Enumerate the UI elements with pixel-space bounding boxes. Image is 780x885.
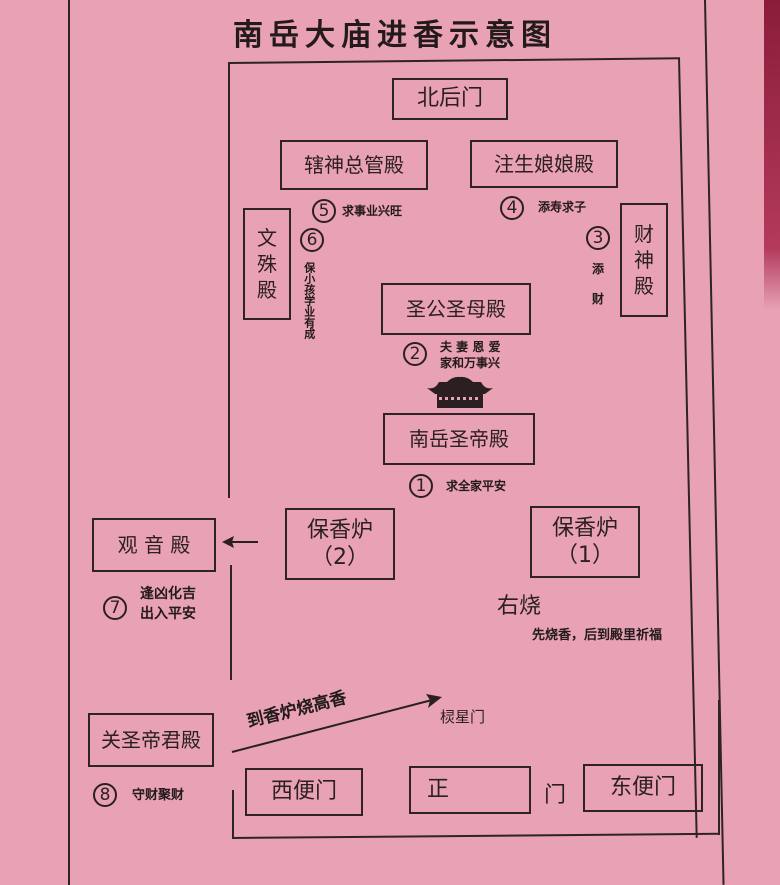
inner-frame-left-lower bbox=[230, 565, 232, 680]
hall-nanyue: 南岳圣帝殿 bbox=[383, 413, 535, 465]
hall-caishen-char: 殿 bbox=[634, 274, 654, 298]
hall-caishen-char: 神 bbox=[634, 248, 654, 272]
outer-frame-left bbox=[68, 0, 70, 885]
censer-2-label: 保香炉 bbox=[306, 517, 373, 543]
hall-wenshu-char: 文 bbox=[257, 226, 277, 250]
circled-number-2: 2 bbox=[403, 342, 427, 366]
east-gate: 东便门 bbox=[583, 764, 703, 812]
bottom-frame-right bbox=[718, 700, 720, 835]
north-gate-box: 北后门 bbox=[392, 78, 508, 120]
inner-frame-bottom bbox=[231, 832, 720, 839]
hall-wenshu-char: 殿 bbox=[257, 278, 277, 302]
hall-guansheng: 关圣帝君殿 bbox=[88, 713, 214, 767]
page-title: 南岳大庙进香示意图 bbox=[233, 18, 557, 53]
hall-shenggong-note-1: 夫 妻 恩 爱 bbox=[440, 340, 501, 354]
arrow-left-icon bbox=[222, 536, 258, 548]
hall-shenggong: 圣公圣母殿 bbox=[381, 283, 531, 335]
inner-frame-right bbox=[678, 57, 698, 838]
bottom-frame-left bbox=[232, 790, 234, 838]
circled-number-6: 6 bbox=[300, 228, 324, 252]
hall-zhusheng-note: 添寿求子 bbox=[538, 200, 587, 214]
hall-guansheng-note: 守财聚财 bbox=[132, 788, 185, 803]
hall-caishen-note-1: 添 bbox=[592, 262, 605, 276]
circled-number-8: 8 bbox=[93, 783, 117, 807]
right-burn-note: 先烧香，后到殿里祈福 bbox=[532, 628, 663, 643]
west-gate: 西便门 bbox=[245, 768, 363, 816]
main-gate-door-char: 门 bbox=[544, 783, 567, 808]
hall-guanyin: 观 音 殿 bbox=[92, 518, 216, 572]
inner-frame-top bbox=[227, 57, 680, 64]
censer-1-label: 保香炉 bbox=[551, 515, 618, 541]
hall-caishen-note-2: 财 bbox=[592, 292, 605, 306]
outer-frame-right bbox=[704, 0, 725, 885]
hall-guanyin-note-2: 出入平安 bbox=[140, 606, 196, 622]
censer-2-sub: （2） bbox=[311, 545, 369, 570]
inner-frame-left-upper bbox=[228, 63, 230, 498]
hall-zhusheng: 注生娘娘殿 bbox=[470, 140, 618, 188]
hall-wenshu-note: 保小孩学业有成 bbox=[302, 262, 316, 339]
hall-nanyue-note: 求全家平安 bbox=[446, 479, 507, 493]
circled-number-5: 5 bbox=[312, 199, 336, 223]
hall-wenshu-char: 殊 bbox=[257, 252, 277, 276]
main-gate-char: 正 bbox=[427, 777, 450, 803]
circled-number-7: 7 bbox=[103, 596, 127, 620]
circled-number-3: 3 bbox=[586, 226, 610, 250]
censer-2: 保香炉 （2） bbox=[285, 508, 395, 580]
main-gate: 正 bbox=[409, 766, 531, 814]
censer-1: 保香炉 （1） bbox=[530, 506, 640, 578]
lingxing-gate-label: 棂星门 bbox=[440, 708, 486, 726]
paper-edge bbox=[764, 0, 780, 310]
circled-number-1: 1 bbox=[409, 474, 433, 498]
right-burn-label: 右烧 bbox=[497, 594, 542, 619]
hall-xiashen: 辖神总管殿 bbox=[280, 140, 428, 190]
hall-wenshu: 文 殊 殿 bbox=[243, 208, 291, 320]
hall-caishen-char: 财 bbox=[634, 222, 654, 246]
hall-guanyin-note-1: 逢凶化吉 bbox=[140, 586, 196, 602]
circled-number-4: 4 bbox=[500, 196, 524, 220]
hall-shenggong-note-2: 家和万事兴 bbox=[440, 356, 501, 370]
censer-1-sub: （1） bbox=[556, 543, 614, 568]
hall-caishen: 财 神 殿 bbox=[620, 203, 668, 317]
hall-xiashen-note: 求事业兴旺 bbox=[342, 204, 403, 218]
diagonal-arrow-icon bbox=[231, 694, 442, 753]
palace-icon bbox=[427, 376, 493, 408]
